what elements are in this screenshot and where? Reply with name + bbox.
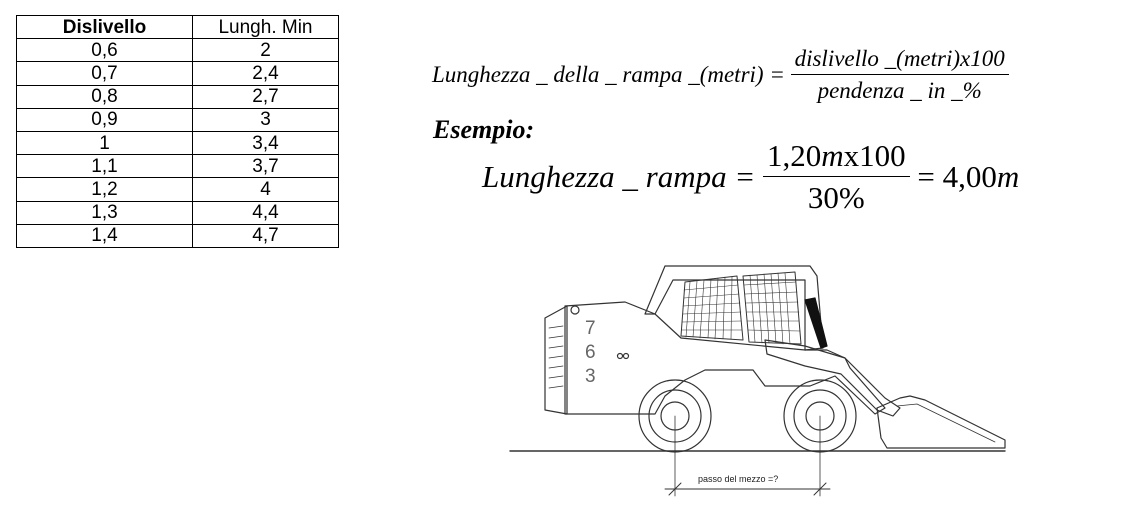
formula-numerator: dislivello _(metri)x100	[790, 46, 1009, 75]
engine-block	[544, 305, 568, 415]
lift-arm	[764, 339, 901, 417]
cell-dislivello: 1,1	[16, 154, 193, 179]
cell-dislivello: 0,9	[16, 107, 193, 132]
cell-lunghezza: 3,7	[192, 154, 339, 179]
formula-lhs: Lunghezza _ della _ rampa _(metri) =	[432, 62, 785, 87]
cell-dislivello: 1	[16, 130, 193, 156]
dimension-tick-left	[668, 482, 682, 496]
bucket-inner	[896, 403, 996, 443]
cell-dislivello: 0,7	[16, 61, 193, 86]
skid-steer-loader-drawing: 7 6 3 passo del mezzo =?	[509, 265, 1006, 497]
side-bolt-icon	[622, 352, 630, 360]
cell-lunghezza: 4,7	[192, 223, 339, 248]
example-numerator: 1,20mx100	[763, 138, 910, 177]
example-formula: Lunghezza _ rampa = 1,20mx100 30% = 4,00…	[482, 138, 1019, 216]
cab-rear-post	[804, 297, 828, 349]
example-lhs: Lunghezza _ rampa =	[482, 159, 756, 194]
example-fraction: 1,20mx100 30%	[763, 138, 910, 216]
example-result: = 4,00m	[917, 159, 1019, 194]
formula-fraction: dislivello _(metri)x100 pendenza _ in _%	[790, 46, 1009, 104]
loader-body	[564, 301, 886, 415]
cell-lunghezza: 4,4	[192, 200, 339, 225]
example-result-value: = 4,00	[917, 159, 997, 194]
cell-dislivello: 0,8	[16, 84, 193, 109]
cell-lunghezza: 2,4	[192, 61, 339, 86]
example-numerator-unit: m	[821, 138, 844, 173]
example-title: Esempio:	[433, 115, 535, 144]
cab-grille-right	[742, 271, 802, 345]
engine-vent	[548, 325, 564, 389]
table-header-row: Dislivello Lungh. Min	[16, 14, 339, 40]
vehicle-number-1: 7	[585, 318, 596, 339]
cell-lunghezza: 2	[192, 38, 339, 63]
rear-light-icon	[570, 305, 580, 315]
dimension-tick-right	[813, 482, 827, 496]
wheelbase-label: passo del mezzo =?	[698, 474, 778, 484]
cell-lunghezza: 3	[192, 107, 339, 132]
cell-dislivello: 0,6	[16, 38, 193, 63]
cell-dislivello: 1,2	[16, 177, 193, 202]
formula-denominator: pendenza _ in _%	[817, 78, 982, 103]
header-dislivello: Dislivello	[16, 14, 193, 40]
bucket	[876, 395, 1006, 449]
cell-dislivello: 1,3	[16, 200, 193, 225]
example-numerator-rest: x100	[843, 138, 906, 173]
header-lunghezza-min: Lungh. Min	[192, 14, 339, 40]
side-bolt-icon	[616, 352, 624, 360]
cell-lunghezza: 2,7	[192, 84, 339, 109]
example-result-unit: m	[996, 159, 1020, 194]
cab-frame	[644, 265, 824, 351]
vehicle-number-2: 6	[585, 342, 596, 363]
cell-dislivello: 1,4	[16, 223, 193, 248]
example-denominator: 30%	[807, 180, 865, 215]
vehicle-number-3: 3	[585, 366, 596, 387]
cell-lunghezza: 3,4	[192, 130, 339, 156]
cell-lunghezza: 4	[192, 177, 339, 202]
ramp-length-formula: Lunghezza _ della _ rampa _(metri) = dis…	[432, 46, 1009, 104]
cab-grille-left	[680, 275, 744, 341]
example-numerator-value: 1,20	[767, 138, 822, 173]
